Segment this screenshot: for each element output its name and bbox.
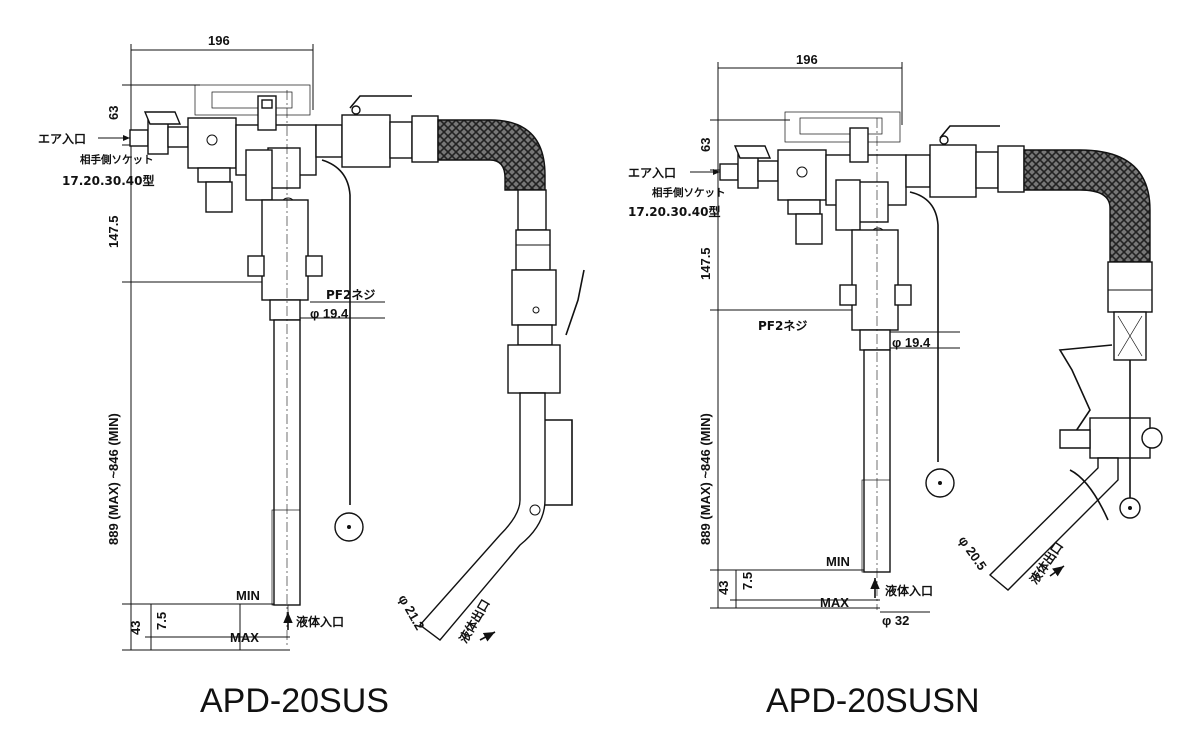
drop-tube <box>247 90 323 645</box>
outlet-diameter: φ 20.5 <box>956 533 990 573</box>
level-float <box>321 159 364 542</box>
socket-models-label: 17.20.30.40型 <box>62 173 154 188</box>
socket-label: 相手側ソケット <box>652 186 726 199</box>
outlet-diameter: φ 21.2 <box>395 592 427 633</box>
dim-width: 196 <box>208 33 230 48</box>
dim-max: MAX <box>820 595 849 610</box>
model-title: APD-20SUSN <box>766 682 980 720</box>
braided-hose <box>418 119 585 641</box>
ball-valve <box>905 125 1025 198</box>
drop-tube <box>839 118 912 610</box>
thread-label: PF2ネジ <box>758 319 807 333</box>
dim-43: 43 <box>128 621 143 635</box>
liquid-inlet-label: 液体入口 <box>296 614 344 629</box>
braided-hose <box>988 149 1163 591</box>
dim-7-5: 7.5 <box>740 572 755 590</box>
liquid-outlet-arrow <box>1049 565 1065 577</box>
level-float <box>909 191 955 498</box>
drawing-apd-20susn: 196 63 147.5 889 (MAX) ~846 (MIN) 43 7.5… <box>628 52 1163 720</box>
model-title: APD-20SUS <box>200 682 389 720</box>
dim-147-5: 147.5 <box>698 247 713 280</box>
ball-valve <box>315 95 439 168</box>
socket-models-label: 17.20.30.40型 <box>628 204 720 219</box>
dim-7-5: 7.5 <box>154 612 169 630</box>
dim-63: 63 <box>698 138 713 152</box>
dim-max: MAX <box>230 630 259 645</box>
air-inlet-label: エア入口 <box>38 132 86 146</box>
valve-head <box>784 111 907 243</box>
drawing-apd-20sus: 196 63 147.5 889 (MAX) ~846 (MIN) 43 7.5… <box>38 33 585 720</box>
air-inlet-label: エア入口 <box>628 166 676 180</box>
dim-63: 63 <box>106 106 121 120</box>
socket-label: 相手側ソケット <box>80 153 154 166</box>
valve-head <box>194 84 317 213</box>
dim-147-5: 147.5 <box>106 215 121 248</box>
liquid-outlet-arrow <box>479 631 496 642</box>
dimension-lines <box>710 62 960 613</box>
dim-43: 43 <box>716 581 731 595</box>
dim-min: MIN <box>236 588 260 603</box>
dim-min: MIN <box>826 554 850 569</box>
inlet-diameter: φ 32 <box>882 613 909 628</box>
dim-width: 196 <box>796 52 818 67</box>
dim-stroke: 889 (MAX) ~846 (MIN) <box>106 413 121 545</box>
air-inlet-fitting <box>98 111 237 213</box>
dim-stroke: 889 (MAX) ~846 (MIN) <box>698 413 713 545</box>
liquid-inlet-label: 液体入口 <box>885 583 933 598</box>
thread-label: PF2ネジ <box>326 288 375 302</box>
air-inlet-fitting <box>690 145 827 245</box>
pipe-diameter: φ 19.4 <box>310 306 349 321</box>
pipe-diameter: φ 19.4 <box>892 335 931 350</box>
